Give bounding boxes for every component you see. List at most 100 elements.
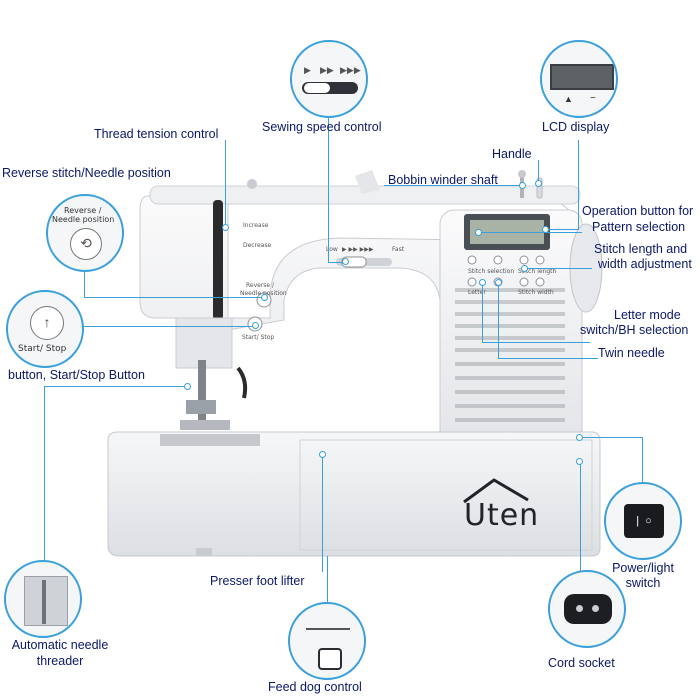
anchor-cord bbox=[576, 458, 583, 465]
label-auto-threader-1: Automatic needle bbox=[11, 638, 109, 652]
label-stitch-length-2: width adjustment bbox=[598, 257, 692, 271]
anchor-bobbin bbox=[519, 182, 526, 189]
label-lcd-display: LCD display bbox=[542, 120, 610, 134]
machine-base bbox=[107, 431, 601, 557]
label-start-stop-button: button, Start/Stop Button bbox=[8, 368, 145, 382]
leader-letter-mode bbox=[482, 342, 590, 343]
leader-operation bbox=[478, 232, 582, 233]
inset-reverse-label-1: Reverse / bbox=[64, 206, 102, 215]
anchor-speed bbox=[342, 258, 349, 265]
inset-feed-dog bbox=[288, 602, 366, 680]
label-operation-button-1: Operation button for bbox=[582, 204, 694, 218]
label-cord-socket: Cord socket bbox=[548, 656, 615, 670]
speed-symbol-3: ▶▶▶ bbox=[340, 66, 361, 76]
panel-stitch-length: Stitch length bbox=[518, 268, 557, 275]
stitch-chart bbox=[455, 288, 565, 422]
speed-symbol-1: ▶ bbox=[304, 66, 311, 76]
inset-start-stop-label: Start/ Stop bbox=[18, 344, 67, 354]
panel-stitch-selection: Stitch selection bbox=[468, 268, 515, 275]
panel-stitch-width: Stitch width bbox=[518, 289, 554, 296]
panel-decrease-text: Decrease bbox=[243, 242, 272, 249]
label-twin-needle: Twin needle bbox=[598, 346, 665, 360]
feed-dog-slider-icon bbox=[318, 648, 342, 670]
anchor-stitch-length bbox=[521, 265, 528, 272]
leader-power-v bbox=[642, 437, 643, 483]
anchor-operation bbox=[475, 229, 482, 236]
inset-start-stop: ↑ Start/ Stop bbox=[6, 290, 84, 368]
anchor-power bbox=[576, 434, 583, 441]
panel-letter: Letter bbox=[468, 289, 486, 296]
leader-handle bbox=[538, 160, 539, 182]
label-presser-foot: Presser foot lifter bbox=[210, 574, 305, 588]
reverse-button-icon: ⟲ bbox=[70, 228, 102, 260]
lcd-inset-minus-icon: − bbox=[590, 93, 596, 104]
inset-lcd-display: ▲ − bbox=[540, 40, 618, 118]
threader-needle-icon bbox=[42, 580, 46, 624]
cord-socket-icon bbox=[564, 594, 612, 624]
leader-stitch-length bbox=[524, 268, 592, 269]
anchor-twin-needle bbox=[495, 279, 502, 286]
anchor-start-stop bbox=[252, 322, 259, 329]
label-power-light-1: Power/light bbox=[612, 561, 674, 575]
label-letter-mode-1: Letter mode bbox=[614, 308, 681, 322]
lcd-inset-arrow-icon: ▲ bbox=[564, 94, 573, 104]
anchor-handle bbox=[535, 180, 542, 187]
speed-slider-inset-knob bbox=[304, 83, 330, 93]
label-stitch-length-1: Stitch length and bbox=[594, 242, 688, 256]
leader-cord bbox=[580, 461, 581, 571]
leader-presser-foot bbox=[322, 454, 323, 572]
start-stop-button-icon: ↑ bbox=[30, 306, 64, 340]
label-feed-dog: Feed dog control bbox=[268, 680, 362, 694]
lcd-inset-screen bbox=[550, 64, 614, 90]
leader-letter-v bbox=[482, 282, 483, 342]
leader-power bbox=[580, 437, 642, 438]
panel-reverse-text-1: Reverse / bbox=[246, 282, 275, 289]
inset-power-switch: | ○ bbox=[604, 482, 682, 560]
operation-buttons bbox=[467, 255, 545, 287]
leader-start-stop bbox=[76, 326, 256, 327]
leader-twin-needle bbox=[498, 358, 598, 359]
anchor-thread-tension bbox=[222, 224, 229, 231]
leader-thread-tension bbox=[225, 140, 226, 228]
label-sewing-speed: Sewing speed control bbox=[262, 120, 382, 134]
brand-logo-text: Uten bbox=[464, 498, 540, 533]
panel-speed-low: Low bbox=[326, 246, 338, 253]
panel-speed-fast: Fast bbox=[392, 246, 405, 253]
anchor-reverse bbox=[261, 294, 268, 301]
anchor-threader bbox=[184, 383, 191, 390]
leader-reverse-h bbox=[84, 297, 264, 298]
leader-start-stop-2 bbox=[44, 386, 188, 387]
panel-start-stop-text: Start/ Stop bbox=[242, 334, 275, 341]
leader-lcd bbox=[578, 140, 579, 230]
leader-bobbin bbox=[384, 185, 522, 186]
label-thread-tension: Thread tension control bbox=[94, 127, 219, 141]
inset-cord-socket bbox=[548, 570, 626, 648]
leader-auto-threader bbox=[44, 386, 45, 568]
power-switch-icon: | ○ bbox=[624, 504, 664, 538]
leader-speed-h bbox=[328, 262, 346, 263]
leader-lcd-h bbox=[546, 229, 579, 230]
leader-feed-dog bbox=[327, 556, 328, 604]
leader-twin-v bbox=[498, 282, 499, 358]
speed-symbol-2: ▶▶ bbox=[320, 66, 334, 76]
label-handle: Handle bbox=[492, 147, 532, 161]
label-letter-mode-2: switch/BH selection bbox=[580, 323, 689, 337]
panel-speed-arrows: ▶ ▶▶ ▶▶▶ bbox=[342, 246, 374, 253]
anchor-presser-foot bbox=[319, 451, 326, 458]
label-operation-button-2: Pattern selection bbox=[592, 220, 686, 234]
panel-reverse-text-2: Needle position bbox=[240, 290, 287, 297]
panel-increase-text: Increase bbox=[243, 222, 269, 229]
leader-speed bbox=[328, 98, 329, 262]
inset-reverse-label-2: Needle position bbox=[52, 215, 115, 224]
leader-reverse-v bbox=[84, 270, 85, 298]
label-power-light-2: switch bbox=[625, 576, 661, 590]
label-auto-threader-2: threader bbox=[36, 654, 84, 668]
tension-dial bbox=[213, 200, 223, 320]
label-reverse-stitch: Reverse stitch/Needle position bbox=[2, 166, 171, 180]
inset-auto-threader bbox=[4, 560, 82, 638]
feed-dog-track bbox=[306, 628, 350, 630]
anchor-letter-mode bbox=[479, 279, 486, 286]
inset-reverse-stitch: Reverse / Needle position ⟲ bbox=[46, 194, 124, 272]
